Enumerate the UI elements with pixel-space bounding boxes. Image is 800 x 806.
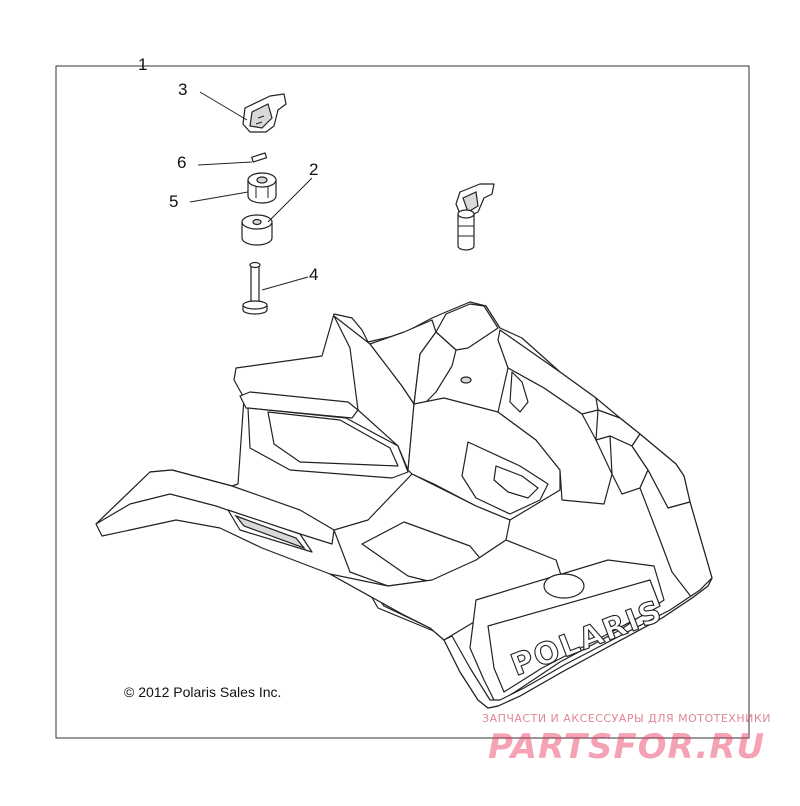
watermark-logo: PARTSFOR.RU: [488, 727, 765, 767]
leader-3: [199, 91, 248, 121]
part-3-latch: [242, 93, 287, 133]
leader-6: [197, 161, 253, 166]
oval-badge: [543, 573, 585, 599]
callout-4: 4: [309, 265, 318, 284]
leader-2: [267, 177, 313, 223]
assembled-latch: [455, 183, 495, 251]
part-2-spacer: [241, 214, 273, 246]
watermark-subtitle: ЗАПЧАСТИ И АКСЕССУАРЫ ДЛЯ МОТОТЕХНИКИ: [482, 712, 771, 725]
part-6-pin: [251, 152, 268, 163]
part-4-fastener: [242, 261, 268, 315]
callout-3: 3: [178, 80, 187, 99]
callout-5: 5: [169, 192, 178, 211]
copyright-text: © 2012 Polaris Sales Inc.: [124, 684, 281, 700]
leader-4: [261, 276, 309, 291]
part-5-bushing: [247, 172, 277, 204]
callout-1: 1: [138, 55, 147, 74]
leader-5: [189, 191, 249, 203]
diagram-frame: [55, 65, 750, 739]
callout-2: 2: [309, 160, 318, 179]
callout-6: 6: [177, 153, 186, 172]
part-1-rack-body: [95, 301, 713, 709]
